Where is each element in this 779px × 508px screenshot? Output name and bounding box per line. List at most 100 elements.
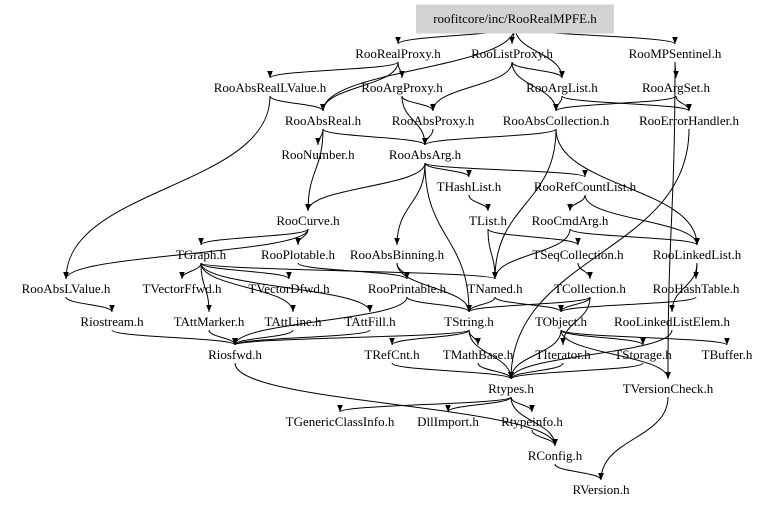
graph-node-tobject[interactable]: TObject.h [535,314,588,329]
edges-layer [63,26,730,481]
graph-node-titerator[interactable]: TIterator.h [535,347,591,362]
graph-node-rversion[interactable]: RVersion.h [572,482,630,497]
graph-node-tseqcollection[interactable]: TSeqCollection.h [532,247,624,262]
node-label: RooMPSentinel.h [629,46,722,61]
graph-node-tattmarker[interactable]: TAttMarker.h [174,314,245,329]
edge-roolinkedlist-to-roolinkedlistelem [669,262,698,313]
graph-node-roocurve[interactable]: RooCurve.h [276,213,340,228]
graph-node-dllimport[interactable]: DllImport.h [417,414,479,429]
edge-trefcnt-to-rtypes [391,362,514,380]
edge-tlist-to-tseqcollection [487,228,581,246]
graph-node-tlist[interactable]: TList.h [469,213,507,228]
node-label: RooCurve.h [276,213,340,228]
edge-tcollection-to-titerator [560,296,591,346]
graph-node-roolistproxy[interactable]: RooListProxy.h [471,46,553,61]
node-label: TAttMarker.h [174,314,245,329]
graph-node-tmathbase[interactable]: TMathBase.h [443,347,514,362]
graph-node-rtypeinfo[interactable]: Rtypeinfo.h [501,414,563,429]
graph-node-roompsentinel[interactable]: RooMPSentinel.h [629,46,722,61]
edge-roorefcountlist-to-roocmdarg [567,194,586,212]
edge-rooabsreal-to-rooabsarg [322,128,428,146]
graph-node-trefcnt[interactable]: TRefCnt.h [364,347,420,362]
edge-tlist-to-tnamed [487,228,498,280]
graph-node-rooargproxy[interactable]: RooArgProxy.h [361,80,443,95]
graph-node-tnamed[interactable]: TNamed.h [467,281,523,296]
node-label: RooArgSet.h [642,80,711,95]
node-label: Riostream.h [80,314,144,329]
edge-rooerrorhandler-to-rtypes [508,128,690,380]
edge-roompsentinel-to-tversioncheck [665,61,676,380]
graph-node-tattline[interactable]: TAttLine.h [264,314,322,329]
graph-node-riostream[interactable]: Riostream.h [80,314,144,329]
graph-node-tgraph[interactable]: TGraph.h [176,247,227,262]
graph-node-rooargset[interactable]: RooArgSet.h [642,80,711,95]
edge-tobject-to-tversioncheck [560,329,671,380]
edge-rooabsreallvalue-to-rooabslvalue [63,95,271,280]
graph-node-rconfig[interactable]: RConfig.h [528,448,583,463]
edge-rooabsreallvalue-to-rooabsreal [269,95,326,112]
edge-rooabsarg-to-rooabsbinning [394,162,426,246]
node-label: RooCmdArg.h [532,213,609,228]
graph-node-roolinkedlistelem[interactable]: RooLinkedListElem.h [614,314,730,329]
node-label: TCollection.h [554,281,626,296]
node-label: TNamed.h [467,281,523,296]
graph-node-rtypes[interactable]: Rtypes.h [488,381,534,396]
edge-roocurve-to-tgraph [198,228,309,246]
node-label: THashList.h [437,179,502,194]
graph-node-rooabsreal[interactable]: RooAbsReal.h [285,113,362,128]
graph-node-roocmdarg[interactable]: RooCmdArg.h [532,213,609,228]
graph-node-tvectorffwd[interactable]: TVectorFfwd.h [142,281,222,296]
graph-node-tcollection[interactable]: TCollection.h [554,281,626,296]
graph-node-rooabsreallvalue[interactable]: RooAbsRealLValue.h [214,80,327,95]
edge-rooprintable-to-tstring [406,296,472,313]
edge-tgraph-to-tvectorffwd [179,262,202,280]
node-label: Riosfwd.h [208,347,262,362]
graph-node-tversioncheck[interactable]: TVersionCheck.h [623,381,714,396]
graph-node-rooabsproxy[interactable]: RooAbsProxy.h [392,113,475,128]
graph-node-tvectordfwd[interactable]: TVectorDfwd.h [248,281,330,296]
graph-node-roonumber[interactable]: RooNumber.h [281,147,355,162]
edge-riostream-to-riosfwd [111,329,238,346]
graph-node-tbuffer[interactable]: TBuffer.h [702,347,753,362]
graph-node-tstring[interactable]: TString.h [444,314,494,329]
graph-node-tattfill[interactable]: TAttFill.h [344,314,396,329]
graph-node-root[interactable]: roofitcore/inc/RooRealMPFE.h [416,4,614,34]
edge-rconfig-to-rversion [554,463,604,481]
node-label: RooArgProxy.h [361,80,443,95]
graph-node-roohashtable[interactable]: RooHashTable.h [653,281,740,296]
graph-node-roorefcountlist[interactable]: RooRefCountList.h [534,179,637,194]
graph-node-roolinkedlist[interactable]: RooLinkedList.h [653,247,742,262]
node-label: RooNumber.h [281,147,355,162]
graph-node-rooabsbinning[interactable]: RooAbsBinning.h [350,247,445,262]
graph-node-rooplotable[interactable]: RooPlotable.h [261,247,336,262]
edge-tgraph-to-tattfill [200,262,373,313]
graph-node-tstorage[interactable]: TStorage.h [614,347,672,362]
node-label: RooAbsProxy.h [392,113,475,128]
graph-node-tgenericclassinfo[interactable]: TGenericClassInfo.h [286,414,395,429]
graph-node-thashlist[interactable]: THashList.h [437,179,502,194]
graph-node-rooarglist[interactable]: RooArgList.h [526,80,598,95]
node-label: TIterator.h [535,347,591,362]
node-label: RooHashTable.h [653,281,740,296]
edge-roorealproxy-to-rooargproxy [397,61,405,79]
graph-node-roorealproxy[interactable]: RooRealProxy.h [355,46,441,61]
graph-node-riosfwd[interactable]: Riosfwd.h [208,347,262,362]
edge-rooplotable-to-rooprintable [297,262,410,280]
node-label: Rtypeinfo.h [501,414,563,429]
graph-node-rooabsarg[interactable]: RooAbsArg.h [389,147,462,162]
graph-node-rooprintable[interactable]: RooPrintable.h [368,281,447,296]
edge-thashlist-to-tlist [468,194,491,212]
edge-roocurve-to-rooabslvalue [63,228,309,280]
graph-node-rooabscollection[interactable]: RooAbsCollection.h [503,113,610,128]
edge-rooabsarg-to-tstring [424,162,472,313]
graph-node-rooabslvalue[interactable]: RooAbsLValue.h [22,281,111,296]
node-label: RooLinkedList.h [653,247,742,262]
node-label: TString.h [444,314,494,329]
node-label: RVersion.h [572,482,630,497]
edge-roolistproxy-to-rooarglist [511,61,565,79]
node-label: RooLinkedListElem.h [614,314,730,329]
node-label: RooAbsBinning.h [350,247,445,262]
node-label: TRefCnt.h [364,347,420,362]
graph-node-rooerrorhandler[interactable]: RooErrorHandler.h [639,113,740,128]
edge-rooarglist-to-rooerrorhandler [561,95,692,112]
